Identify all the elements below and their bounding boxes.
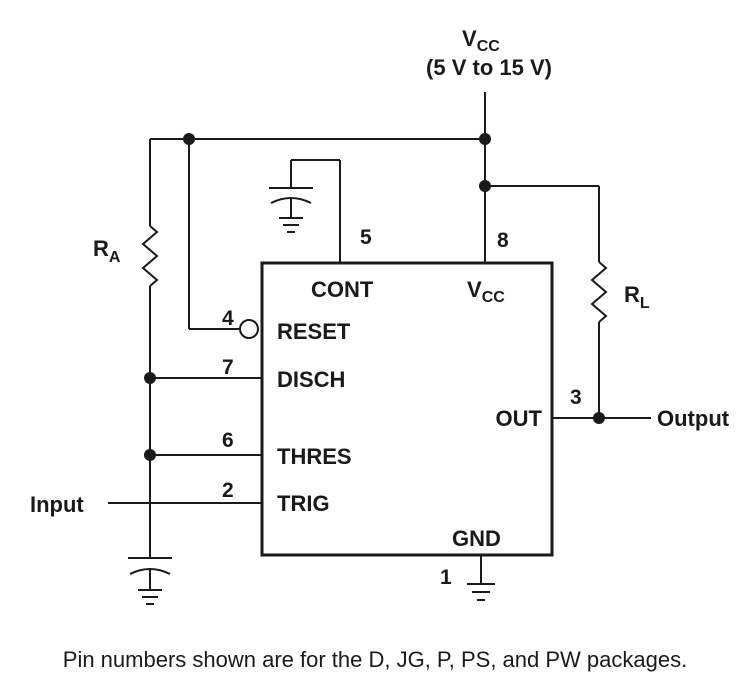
pin-name-disch: DISCH <box>277 367 345 392</box>
output-label: Output <box>657 406 730 431</box>
pin-number-trig: 2 <box>222 479 234 502</box>
pin-name-cont: CONT <box>311 277 374 302</box>
junction-dot-rl <box>479 180 491 192</box>
reset-inversion-bubble <box>239 319 259 339</box>
pin-name-vcc: VCC <box>467 277 505 306</box>
ra-resistor <box>141 225 159 287</box>
pin-name-vcc-subscript: CC <box>482 289 506 306</box>
package-caption: Pin numbers shown are for the D, JG, P, … <box>63 647 687 672</box>
pin-name-out: OUT <box>496 406 543 431</box>
vcc-supply-subscript: CC <box>477 38 501 55</box>
pin-number-reset: 4 <box>222 307 234 330</box>
pin-number-out: 3 <box>570 386 582 409</box>
pin-name-vcc-v: V <box>467 277 482 302</box>
timer-chip-body <box>260 261 554 557</box>
ra-label-r: R <box>93 236 109 261</box>
junction-dot-top-left <box>183 133 195 145</box>
pin-number-gnd: 1 <box>440 566 452 589</box>
junction-dot-disch <box>144 372 156 384</box>
pin-number-disch: 7 <box>222 356 234 379</box>
vcc-range-label: (5 V to 15 V) <box>426 55 552 80</box>
pin-number-thres: 6 <box>222 429 234 452</box>
pin-name-thres: THRES <box>277 444 352 469</box>
input-label: Input <box>30 492 84 517</box>
junction-dot-output <box>593 412 605 424</box>
pin-name-gnd: GND <box>452 526 501 551</box>
junction-dot-top-right <box>479 133 491 145</box>
vcc-supply-label: VCC <box>462 26 500 55</box>
rl-label-r: R <box>624 282 640 307</box>
ra-label-subscript: A <box>109 249 121 266</box>
pin-name-trig: TRIG <box>277 491 330 516</box>
junction-dot-thres <box>144 449 156 461</box>
ra-label: RA <box>93 236 121 266</box>
pin-number-vcc: 8 <box>497 229 509 252</box>
pin-name-reset: RESET <box>277 319 351 344</box>
rl-resistor <box>590 261 608 323</box>
rl-label-subscript: L <box>640 295 650 312</box>
rl-label: RL <box>624 282 650 312</box>
pin-number-cont: 5 <box>360 226 372 249</box>
vcc-supply-v: V <box>462 26 477 51</box>
